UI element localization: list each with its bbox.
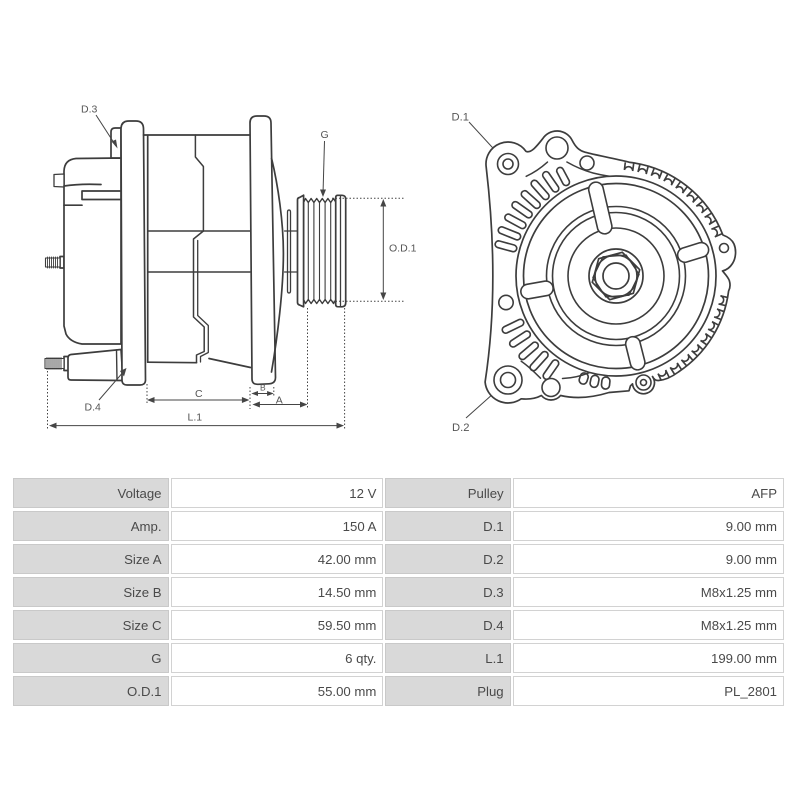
svg-text:B: B bbox=[260, 383, 266, 393]
svg-text:D.3: D.3 bbox=[81, 104, 98, 116]
svg-text:L.1: L.1 bbox=[188, 411, 203, 423]
svg-text:C: C bbox=[195, 388, 203, 400]
svg-text:A: A bbox=[276, 394, 283, 406]
svg-text:D.2: D.2 bbox=[452, 422, 469, 434]
svg-text:O.D.1: O.D.1 bbox=[389, 243, 417, 255]
svg-text:G: G bbox=[321, 129, 329, 141]
svg-text:D.4: D.4 bbox=[85, 402, 102, 414]
svg-text:D.1: D.1 bbox=[452, 112, 469, 124]
